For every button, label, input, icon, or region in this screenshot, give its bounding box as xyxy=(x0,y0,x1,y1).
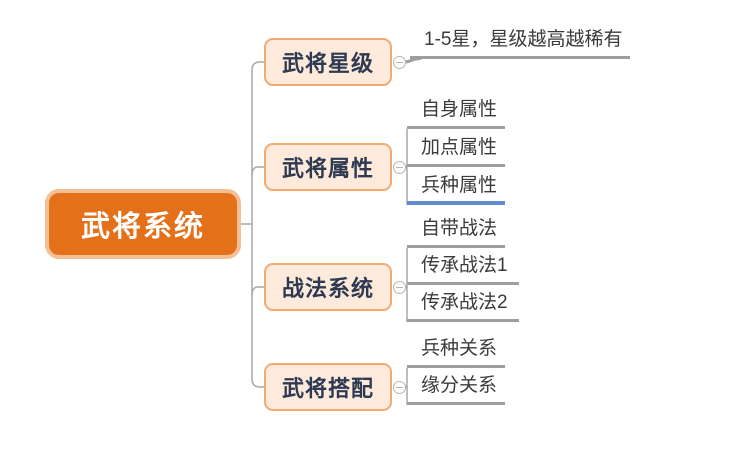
collapse-handle[interactable] xyxy=(393,281,406,294)
subtopic-selected[interactable]: 兵种属性 xyxy=(407,172,505,205)
branch-topic-tactics[interactable]: 战法系统 xyxy=(264,263,392,311)
branch-topic-attributes[interactable]: 武将属性 xyxy=(264,143,392,191)
root-topic[interactable]: 武将系统 xyxy=(45,189,241,259)
subtopic[interactable]: 加点属性 xyxy=(407,134,505,167)
branch-topic-pairing[interactable]: 武将搭配 xyxy=(264,363,392,411)
collapse-handle[interactable] xyxy=(393,381,406,394)
subtopic[interactable]: 自身属性 xyxy=(407,96,505,129)
subtopic[interactable]: 传承战法2 xyxy=(407,289,519,322)
collapse-handle[interactable] xyxy=(393,56,406,69)
subtopic[interactable]: 1-5星，星级越高越稀有 xyxy=(410,26,630,59)
subtopic[interactable]: 自带战法 xyxy=(407,215,505,248)
minus-icon xyxy=(396,287,403,288)
minus-icon xyxy=(396,62,403,63)
collapse-handle[interactable] xyxy=(393,161,406,174)
subtopic[interactable]: 缘分关系 xyxy=(407,372,505,405)
branch-topic-star-rating[interactable]: 武将星级 xyxy=(264,38,392,86)
minus-icon xyxy=(396,167,403,168)
subtopic[interactable]: 兵种关系 xyxy=(407,335,505,368)
subtopic[interactable]: 传承战法1 xyxy=(407,252,519,285)
minus-icon xyxy=(396,387,403,388)
